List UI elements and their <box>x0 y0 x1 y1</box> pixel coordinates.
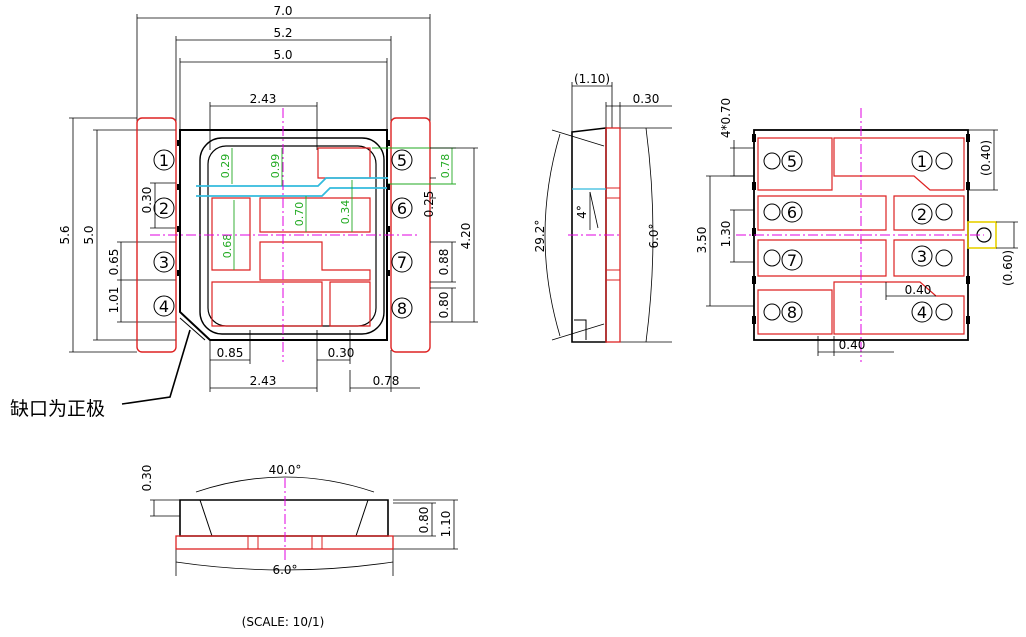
angle-29-2: 29.2° <box>533 220 547 253</box>
dim-front-0-30: 0.30 <box>140 465 154 492</box>
dim-0-80-right: 0.80 <box>437 292 451 319</box>
pin-7-label: 7 <box>397 253 407 272</box>
bottom-pin-6: 6 <box>787 203 797 222</box>
top-view: 7.0 5.2 5.0 2.43 5.6 5.0 0.30 0.65 1.01 <box>10 4 478 420</box>
dim-front-0-80: 0.80 <box>417 507 431 534</box>
bottom-pin-7: 7 <box>787 251 797 270</box>
dim-2-43-bottom: 2.43 <box>250 374 277 388</box>
dim-5-0-vert: 5.0 <box>82 225 96 244</box>
side-view: (1.10) 0.30 4° 29.2° 6.0° <box>533 72 672 343</box>
dim-green-0-68: 0.68 <box>221 234 234 259</box>
dim-front-1-10: 1.10 <box>439 511 453 538</box>
dim-green-0-34: 0.34 <box>339 200 352 225</box>
bottom-pin-4: 4 <box>917 303 927 322</box>
centerlines-top <box>150 108 418 362</box>
dim-lines-top <box>136 14 431 150</box>
angle-4: 4° <box>575 205 589 219</box>
dim-lines-right <box>430 147 478 323</box>
dim-1-01: 1.01 <box>107 287 121 314</box>
dim-0-85: 0.85 <box>217 346 244 360</box>
body-outline <box>179 129 388 341</box>
polarity-mark <box>967 221 997 249</box>
dim-front-6-0: 6.0° <box>272 563 297 577</box>
pin-3-label: 3 <box>159 253 169 272</box>
dim-2-43-top: 2.43 <box>250 92 277 106</box>
dim-lines-bottom <box>209 330 420 392</box>
bottom-pin-2: 2 <box>917 205 927 224</box>
internal-pads <box>211 147 371 327</box>
pin-1-label: 1 <box>159 151 169 170</box>
dim-0-30-bottom: 0.30 <box>328 346 355 360</box>
dim-3-50: 3.50 <box>695 227 709 254</box>
polarity-notch <box>179 317 206 341</box>
dim-green-0-29: 0.29 <box>219 154 232 179</box>
bottom-pin-8: 8 <box>787 303 797 322</box>
pin-5-label: 5 <box>397 151 407 170</box>
polarity-note: 缺口为正极 <box>10 398 105 420</box>
dim-paren-0-40: (0.40) <box>979 140 993 176</box>
cavity-outer <box>199 137 385 335</box>
dim-side-6-0: 6.0° <box>647 223 661 248</box>
scale-label: (SCALE: 10/1) <box>242 615 325 629</box>
dim-5-6: 5.6 <box>58 225 72 244</box>
dim-green-0-78: 0.78 <box>439 154 452 179</box>
dim-side-1-10: (1.10) <box>574 72 610 86</box>
dim-0-25: 0.25 <box>422 191 436 218</box>
dim-bottom-0-40-a: 0.40 <box>905 283 932 297</box>
front-body <box>179 499 389 537</box>
dim-7-0: 7.0 <box>273 4 292 18</box>
dim-side-0-30: 0.30 <box>633 92 660 106</box>
dim-5-0: 5.0 <box>273 48 292 62</box>
dim-0-65: 0.65 <box>107 249 121 276</box>
angle-arc-29-2 <box>544 133 561 337</box>
pin-numbers-left: 1 2 3 4 <box>153 149 175 317</box>
dim-green-0-70: 0.70 <box>293 202 306 227</box>
pin-2-label: 2 <box>159 199 169 218</box>
dim-0-30-left: 0.30 <box>140 187 154 214</box>
pin-4-label: 4 <box>159 297 169 316</box>
dim-paren-0-60: (0.60) <box>1001 250 1015 286</box>
bottom-pads <box>757 137 965 335</box>
angle-40: 40.0° <box>269 463 302 477</box>
dim-lines-left <box>69 117 176 353</box>
dim-4-20: 4.20 <box>459 223 473 250</box>
dim-4x0-70: 4*0.70 <box>719 98 733 138</box>
dim-1-30: 1.30 <box>719 221 733 248</box>
note-leader <box>121 329 191 405</box>
bottom-pin-3: 3 <box>917 247 927 266</box>
lead-ticks <box>177 140 390 276</box>
dim-5-2: 5.2 <box>273 26 292 40</box>
bottom-view: 5 1 6 2 7 3 8 4 <box>695 98 1018 362</box>
angle-arc-40 <box>195 476 375 493</box>
dim-green-0-99: 0.99 <box>269 154 282 179</box>
bottom-pin-5: 5 <box>787 152 797 171</box>
dim-0-78-bottom: 0.78 <box>373 374 400 388</box>
bottom-pin-1: 1 <box>917 152 927 171</box>
pin-6-label: 6 <box>397 199 407 218</box>
pin-numbers-right: 5 6 7 8 <box>391 149 413 319</box>
pin-8-label: 8 <box>397 299 407 318</box>
front-view: 0.30 0.80 1.10 40.0° 6.0° <box>140 463 458 577</box>
dim-0-88: 0.88 <box>437 249 451 276</box>
dim-bottom-0-40-b: 0.40 <box>839 338 866 352</box>
die-band <box>196 177 388 197</box>
